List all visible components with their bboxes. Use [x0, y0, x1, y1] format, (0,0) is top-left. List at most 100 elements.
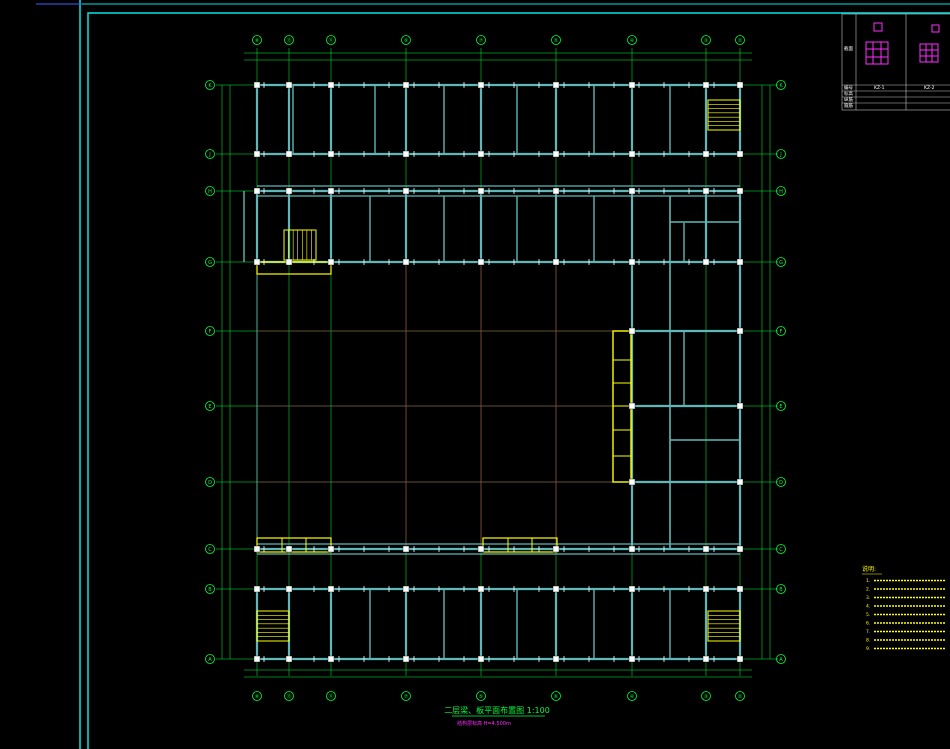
grid-bubble-right-label: G	[779, 260, 783, 266]
grid-bubble-right	[776, 544, 786, 554]
grid-bubble-top	[735, 35, 745, 45]
grid-bubble-top-label: ⑧	[255, 38, 260, 44]
grid-bubble-top-label: ③	[704, 38, 708, 44]
column	[628, 258, 636, 266]
grid-bubble-left-label: B	[208, 587, 212, 593]
column	[552, 81, 560, 89]
grid-bubble-bottom-label: ⑬	[286, 693, 291, 700]
grid-bubble-left	[205, 654, 215, 664]
grid-bubble-left-label: A	[208, 657, 212, 663]
note-line: 4.	[866, 604, 870, 610]
grid-bubble-left-label: C	[208, 547, 212, 553]
column-section-1	[865, 22, 889, 65]
grid-bubble-bottom	[476, 691, 486, 701]
grid-bubble-bottom	[401, 691, 411, 701]
grid-bubble-right	[776, 326, 786, 336]
table-row-label: 编号	[844, 84, 853, 91]
column	[628, 187, 636, 195]
grid-bubble-right-label: A	[779, 657, 783, 663]
notes-block: 说明: 1.2.3.4.5.6.7.8.9.	[862, 565, 946, 652]
grid-bubble-right	[776, 401, 786, 411]
note-line: 9.	[866, 646, 870, 652]
column	[253, 655, 261, 663]
table-row-label: 标高	[844, 90, 853, 97]
column	[253, 187, 261, 195]
column	[327, 150, 335, 158]
grid-bubble-bottom-label: ⑥	[554, 694, 559, 700]
column	[628, 402, 636, 410]
column	[327, 585, 335, 593]
column	[702, 545, 710, 553]
column	[477, 545, 485, 553]
grid-bubble-top	[326, 35, 336, 45]
note-line: 5.	[866, 612, 870, 618]
note-line: 6.	[866, 621, 870, 627]
grid-bubble-left-label: D	[208, 480, 212, 486]
grid-bubble-bottom	[735, 691, 745, 701]
grid-bubble-top	[627, 35, 637, 45]
grid-bubble-bottom-label: ③	[704, 694, 708, 700]
note-line: 1.	[866, 578, 870, 584]
column	[736, 327, 744, 335]
column	[702, 81, 710, 89]
grid-bubble-right	[776, 80, 786, 90]
column	[402, 187, 410, 195]
grid-bubble-left-label: H	[208, 189, 212, 195]
grid-bubble-right-label: B	[779, 587, 783, 593]
drawing-subtitle: 结构层标高 H=4.500m	[457, 720, 511, 727]
column	[736, 402, 744, 410]
column	[477, 150, 485, 158]
stair-block	[283, 229, 317, 261]
table-row-label: 箍筋	[844, 102, 853, 109]
column	[552, 585, 560, 593]
grid-bubble-left	[205, 80, 215, 90]
grid-bubble-right	[776, 584, 786, 594]
grid-bubble-left	[205, 584, 215, 594]
stair-block	[707, 610, 741, 642]
column	[402, 150, 410, 158]
grid-bubble-right-label: K	[779, 83, 783, 89]
grid-bubble-top	[252, 35, 262, 45]
stair-block	[256, 610, 290, 642]
column	[552, 258, 560, 266]
column	[402, 655, 410, 663]
grid-bubble-left	[205, 401, 215, 411]
grid-bubble-bottom	[326, 691, 336, 701]
column	[402, 81, 410, 89]
grid-bubble-bottom	[252, 691, 262, 701]
grid-bubble-top	[476, 35, 486, 45]
stair-block	[707, 99, 741, 131]
column	[253, 545, 261, 553]
slab-strip	[256, 537, 332, 553]
column	[736, 81, 744, 89]
column	[327, 81, 335, 89]
column	[477, 258, 485, 266]
column	[736, 150, 744, 158]
grid-bubble-bottom	[284, 691, 294, 701]
grid-bubble-top-label: ⑬	[286, 37, 291, 44]
slab-strip	[256, 261, 332, 275]
note-line: 7.	[866, 629, 870, 635]
grid-bubble-left-label: E	[208, 404, 211, 410]
grid-bubble-right	[776, 186, 786, 196]
grid-bubble-left-label: J	[208, 152, 210, 158]
grid-bubble-top-label: ⑦	[479, 38, 484, 44]
grid-bubble-top-label: ⑪	[328, 37, 333, 44]
grid-bubble-top	[284, 35, 294, 45]
grid-bubble-left	[205, 186, 215, 196]
beam-lines	[243, 83, 742, 661]
column	[736, 258, 744, 266]
column	[477, 187, 485, 195]
column	[736, 545, 744, 553]
column	[736, 478, 744, 486]
stair-blocks	[256, 99, 741, 642]
column	[628, 478, 636, 486]
column	[628, 585, 636, 593]
column	[327, 545, 335, 553]
column-markers	[253, 81, 744, 663]
grid-bubble-top-label: ②	[738, 38, 743, 44]
grid-bubble-right-label: C	[779, 547, 783, 553]
note-line: 2.	[866, 587, 870, 593]
column	[628, 150, 636, 158]
